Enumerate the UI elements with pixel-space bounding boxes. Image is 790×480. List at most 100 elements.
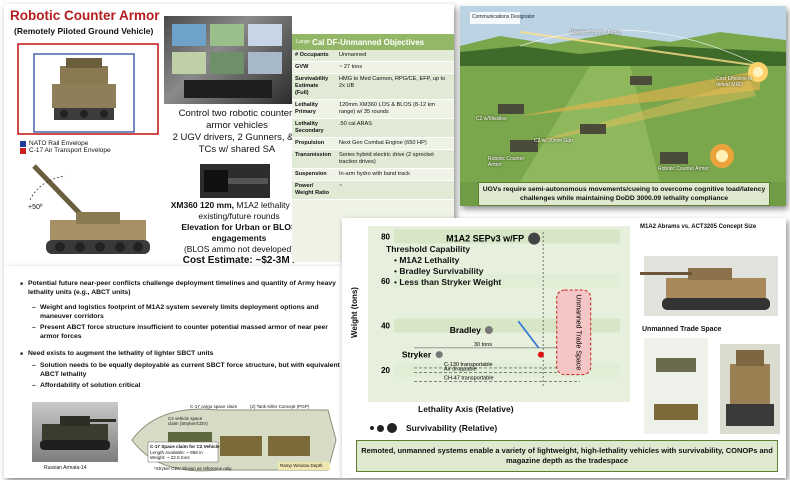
label-cost-effective: Cost Effective to defeat MRD bbox=[716, 76, 753, 88]
data-point bbox=[537, 351, 544, 358]
row-key: # Occupants bbox=[292, 50, 336, 62]
sub-bullet-weight: Weight and logistics footprint of M1A2 s… bbox=[32, 304, 340, 321]
slide-deployment-challenges: Potential future near-peer conflicts cha… bbox=[4, 266, 342, 478]
table-row: Power/ Weight Ratio~ bbox=[292, 180, 454, 200]
row-value: Next Gen Combat Engine (650 HP) bbox=[336, 137, 454, 150]
ugv-caption: UGVs require semi-autonomous movements/c… bbox=[478, 182, 770, 206]
row-value: Series hybrid electric drive (2 sprocket… bbox=[336, 149, 454, 169]
battlefield-graphic bbox=[460, 6, 786, 182]
table-row: Lethality Secondary.50 cal ARAS bbox=[292, 118, 454, 138]
label-c2-missiles: C2 w/Missiles bbox=[476, 116, 507, 122]
bullet-augment-sbct: Need exists to augment the lethality of … bbox=[20, 350, 342, 359]
legend-swatch-blue bbox=[20, 140, 26, 147]
label-c2-20mm: C2 w/ 20mm Gun bbox=[534, 138, 573, 144]
slide-title: Robotic Counter Armor bbox=[10, 8, 160, 23]
armata-photo bbox=[32, 402, 118, 462]
ramp-window-label: Ramp Window Depth bbox=[280, 463, 323, 468]
table-row: GVW~ 27 tons bbox=[292, 61, 454, 74]
slide-battlefield-scene: Communications Designator Robotic Counte… bbox=[460, 6, 786, 206]
sub-bullet-affordability: Affordability of solution critical bbox=[32, 382, 340, 391]
y-tick-label: 40 bbox=[381, 322, 390, 331]
label-c17-cargo-space: C-17 cargo space claim bbox=[190, 404, 238, 409]
row-value: Unmanned bbox=[336, 50, 454, 62]
screens-graphic bbox=[172, 24, 282, 98]
grid-band bbox=[394, 229, 620, 244]
point-label: Bradley bbox=[450, 325, 481, 335]
row-key: Power/ Weight Ratio bbox=[292, 180, 336, 200]
row-value: 120mm XM360 LOS & BLOS (8-12 km range) w… bbox=[336, 99, 454, 119]
threshold-item: • Less than Stryker Weight bbox=[394, 277, 502, 287]
x-axis-label: Lethality Axis (Relative) bbox=[418, 404, 514, 414]
armata-graphic bbox=[40, 416, 116, 450]
label-c2-space: C2 vehicle space claim (Stryker/CDV) bbox=[168, 416, 208, 426]
row-value: .50 cal ARAS bbox=[336, 118, 454, 138]
vehicle-elevation-diagram bbox=[29, 164, 150, 254]
row-value: HMG to Med Cannon, RPG/CE, EFP, up to 2x… bbox=[336, 73, 454, 100]
legend-entry: NATO Rail Envelope bbox=[20, 140, 111, 147]
threshold-capability: Threshold Capability • M1A2 Lethality • … bbox=[386, 244, 524, 288]
sub-bullet-force-structure: Present ABCT force structure insufficien… bbox=[32, 324, 340, 341]
data-point bbox=[528, 232, 541, 245]
cannon-graphic bbox=[204, 170, 268, 192]
data-point bbox=[435, 351, 443, 359]
slide-robotic-counter-armor: Robotic Counter Armor (Remotely Piloted … bbox=[4, 4, 454, 266]
medium-dot-icon bbox=[377, 424, 384, 432]
trade-space-title: Unmanned Trade Space bbox=[642, 326, 722, 333]
arrow-icon bbox=[517, 320, 540, 349]
data-point bbox=[484, 326, 493, 335]
row-value: ~ 27 tons bbox=[336, 61, 454, 74]
comms-designator-label: Communications Designator bbox=[472, 14, 535, 20]
row-key: Transmission bbox=[292, 149, 336, 169]
point-label: Stryker bbox=[402, 350, 432, 360]
threshold-label: 30 tons bbox=[474, 342, 492, 348]
survivability-legend: Survivability (Relative) bbox=[370, 423, 497, 433]
threshold-item: • Bradley Survivability bbox=[394, 266, 484, 276]
row-value: ~ bbox=[336, 180, 454, 200]
trade-space-caption: Remoted, unmanned systems enable a varie… bbox=[356, 440, 778, 472]
row-key: Lethality Secondary bbox=[292, 118, 336, 138]
row-key: Suspension bbox=[292, 168, 336, 181]
label-robotic-counter-armor-top: Robotic Counter Armor bbox=[570, 30, 621, 36]
armata-label: Russian Armata-14 bbox=[44, 465, 87, 471]
threshold-label: C-130 transportable bbox=[444, 362, 493, 368]
y-axis-label: Weight (tons) bbox=[350, 287, 359, 338]
envelope-legend: NATO Rail Envelope C-17 Air Transport En… bbox=[20, 140, 111, 154]
envelope-diagram bbox=[17, 43, 159, 135]
label-tank-killer: (2) Tank Killer Concept (PGP) bbox=[250, 404, 310, 409]
legend-swatch-red bbox=[20, 147, 26, 154]
elevation-angle-label: +50º bbox=[28, 204, 43, 211]
y-tick-label: 20 bbox=[381, 366, 390, 375]
crew-station-photo bbox=[164, 16, 292, 104]
trade-space-region bbox=[556, 289, 592, 376]
c17-space-claim-box: C-17 Space claim for C2 Vehicle Length A… bbox=[150, 444, 220, 460]
threshold-label: Air droppable bbox=[444, 366, 477, 372]
table-row: Survivability Estimate (Full)HMG to Med … bbox=[292, 73, 454, 100]
control-description: Control two robotic counter-armor vehicl… bbox=[172, 108, 302, 155]
lethality-description: XM360 120 mm, M1A2 lethality with existi… bbox=[166, 200, 312, 266]
threshold-label: CH-47 transportable bbox=[444, 375, 494, 381]
row-value: In-arm hydro with band track bbox=[336, 168, 454, 181]
slide-subtitle: (Remotely Piloted Ground Vehicle) bbox=[14, 26, 154, 36]
threshold-item: • M1A2 Lethality bbox=[394, 255, 460, 265]
stryker-reference-note: *Stryker CDV Shown as reference only bbox=[154, 466, 232, 471]
slide-trade-space: M1A2 Abrams vs. ACT3205 Concept Size 20 4… bbox=[342, 218, 786, 478]
c17-cutaway-diagram bbox=[131, 408, 337, 472]
concept-size-title: M1A2 Abrams vs. ACT3205 Concept Size bbox=[640, 224, 757, 230]
cost-estimate: Cost Estimate: ~$2-3M / vehicle bbox=[182, 255, 296, 266]
row-key: Survivability Estimate (Full) bbox=[292, 73, 336, 100]
y-tick-label: 80 bbox=[381, 232, 390, 241]
row-key: Propulsion bbox=[292, 137, 336, 150]
row-key: Lethality Primary bbox=[292, 99, 336, 119]
trade-space-region-label: Unmanned Trade Space bbox=[575, 294, 582, 370]
small-dot-icon bbox=[370, 426, 374, 430]
vehicle-comparison-graphic bbox=[640, 256, 780, 434]
cannon-photo bbox=[200, 164, 270, 198]
survivability-label: Survivability (Relative) bbox=[406, 423, 498, 433]
